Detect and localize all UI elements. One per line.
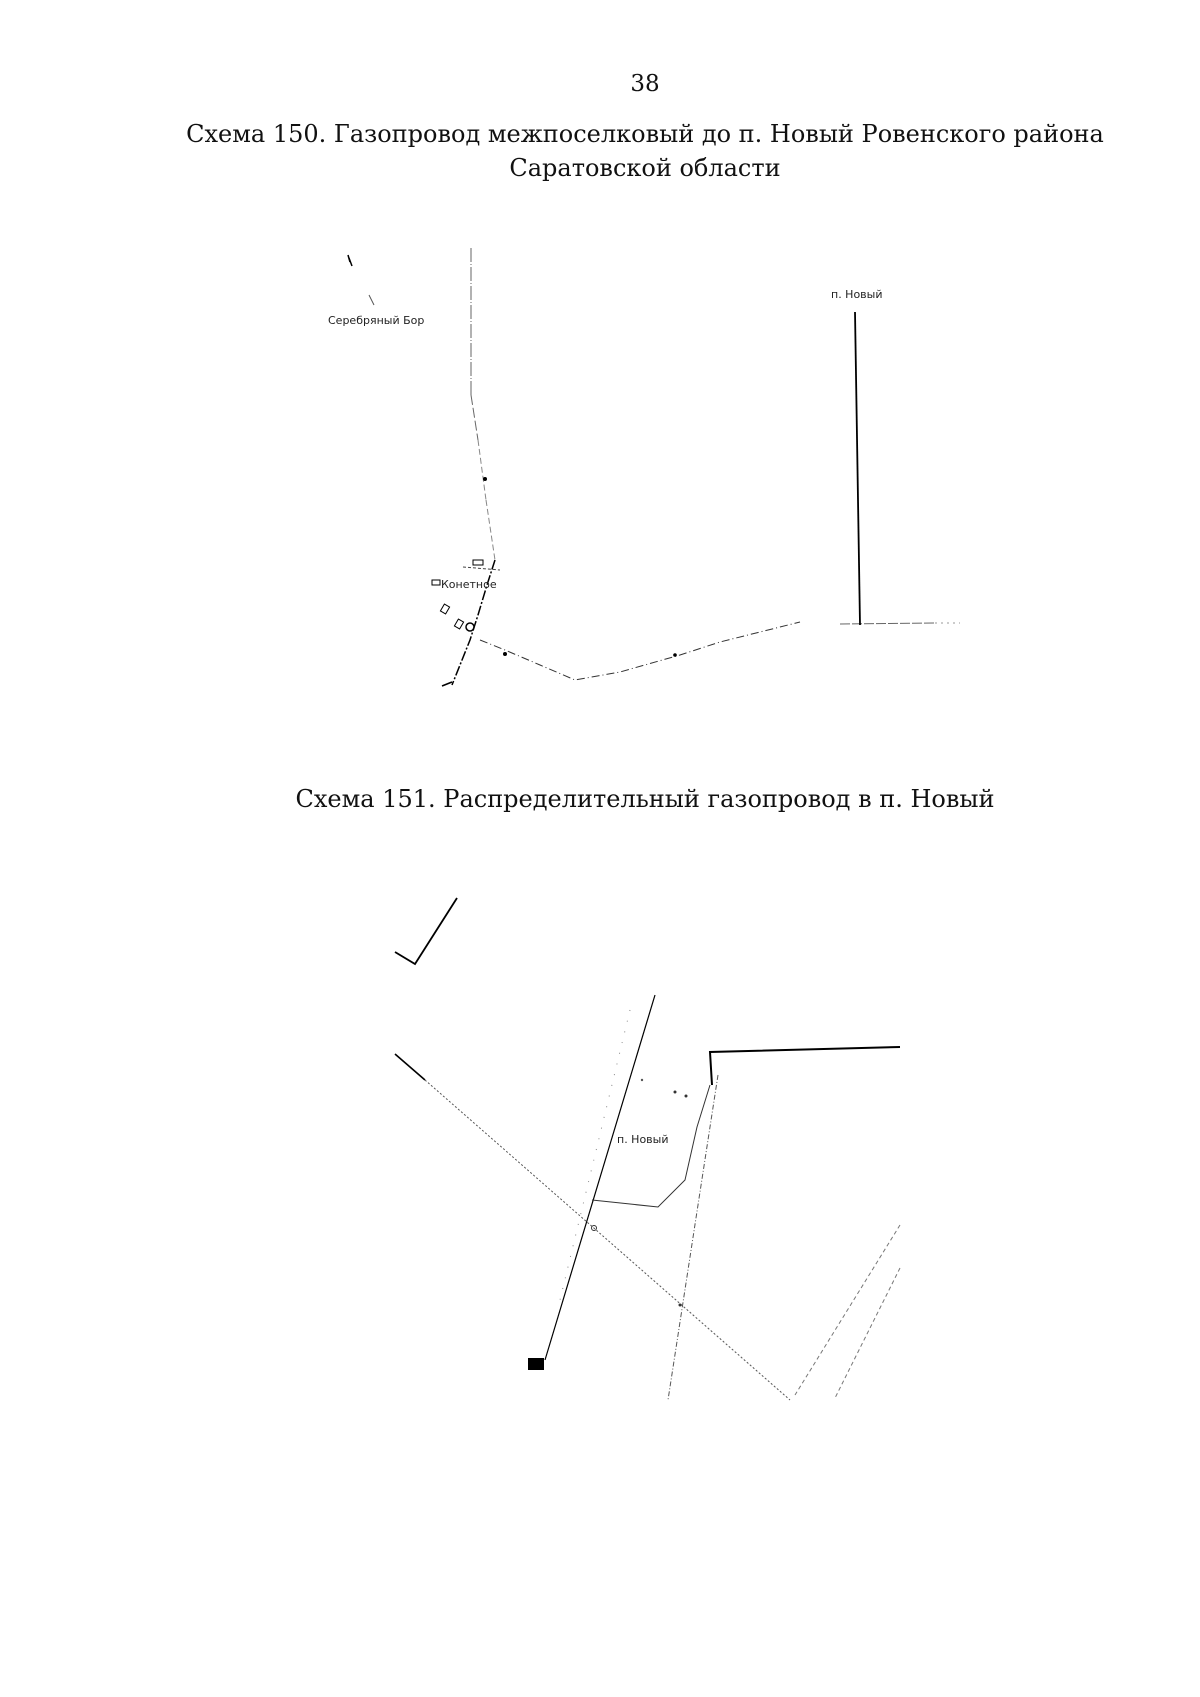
node-mark	[591, 1225, 597, 1231]
building-mark	[453, 618, 465, 630]
scheme-151-caption: Схема 151. Распределительный газопровод …	[295, 785, 995, 813]
settlement-marks	[591, 1078, 688, 1307]
building-mark	[431, 579, 441, 586]
road-segment	[424, 1079, 791, 1401]
pipeline-spur	[462, 566, 501, 571]
house-marks	[559, 1009, 631, 1301]
pipeline-segment	[839, 622, 936, 625]
label-novy: п. Новый	[831, 288, 883, 301]
building-mark	[439, 603, 451, 615]
mark	[348, 257, 353, 267]
pipeline-segment-nw	[394, 897, 458, 966]
building-mark	[472, 559, 484, 566]
node-mark	[684, 1094, 688, 1098]
settlement-marks	[347, 254, 677, 687]
node-mark	[640, 1078, 644, 1082]
road-segment	[394, 1053, 426, 1081]
mark	[441, 681, 453, 687]
node-mark	[678, 1303, 682, 1307]
node-mark	[483, 477, 487, 481]
road-southeast	[794, 1224, 901, 1396]
scheme-150-caption-line-2: Саратовской области	[509, 154, 781, 182]
road-segment	[485, 499, 496, 561]
road-segment	[477, 439, 487, 501]
node-mark	[673, 1090, 677, 1094]
pipeline-connector	[591, 1084, 711, 1208]
node-mark	[673, 653, 677, 657]
pipeline-east	[479, 621, 960, 681]
road-diagonal	[394, 1053, 791, 1401]
scheme-150-caption-line-1: Схема 150. Газопровод межпоселковый до п…	[186, 120, 1104, 148]
road-southeast	[834, 1267, 901, 1399]
pipeline-to-novy	[854, 311, 861, 626]
pipeline-main-street	[544, 994, 656, 1361]
pipeline-segment	[479, 621, 801, 681]
label-konetnoe: Конетное	[441, 578, 497, 591]
label-serebryany-bor: Серебряный Бор	[328, 314, 424, 327]
node-mark	[503, 652, 507, 656]
scheme-151-map: п. Новый	[394, 897, 901, 1401]
road-east	[667, 1074, 719, 1401]
pipeline-east	[708, 1046, 901, 1086]
gas-distribution-point	[528, 1358, 544, 1370]
label-novy: п. Новый	[617, 1133, 669, 1146]
scheme-150-map: Серебряный Бор Конетное п. Новый	[328, 248, 960, 687]
mark	[368, 294, 375, 306]
scheme-150-caption: Схема 150. Газопровод межпоселковый до п…	[0, 117, 1200, 185]
node-mark	[465, 622, 475, 632]
page-number: 38	[630, 71, 660, 97]
road-segment	[470, 394, 479, 441]
road-north	[470, 248, 496, 561]
